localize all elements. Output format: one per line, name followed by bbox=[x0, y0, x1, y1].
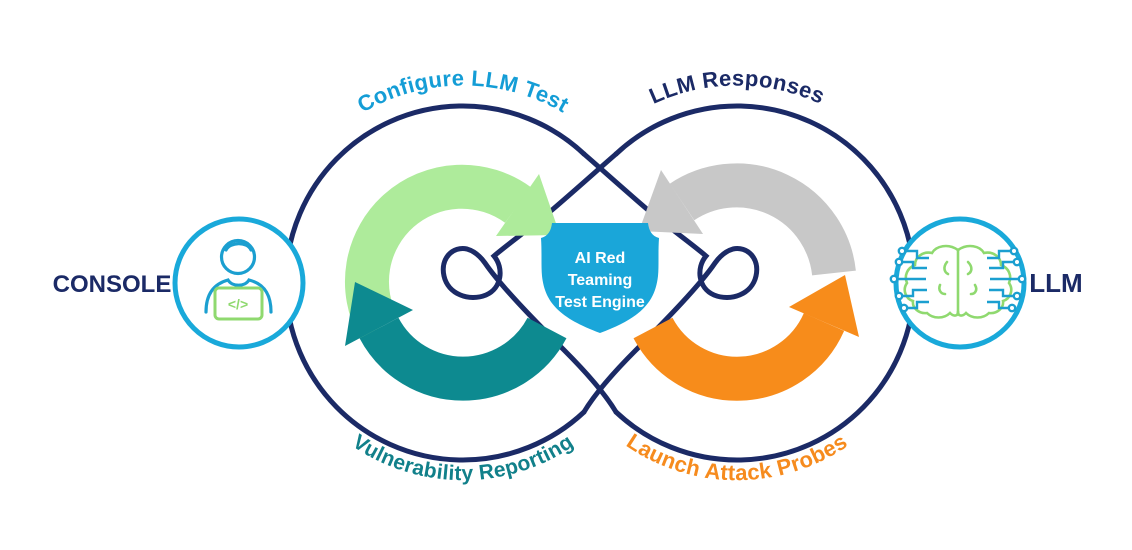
circuit-brain-icon bbox=[903, 244, 1013, 319]
console-node-circle bbox=[172, 216, 306, 350]
flow-label-attack: Launch Attack Probes bbox=[622, 428, 851, 485]
person-hair bbox=[224, 242, 253, 252]
console-node: </> bbox=[172, 216, 306, 350]
llm-node-circle bbox=[893, 216, 1027, 350]
brain-fold bbox=[966, 260, 973, 276]
configure-arrow-head bbox=[496, 174, 560, 236]
attack-arrow-arc bbox=[633, 312, 845, 401]
llm-label: LLM bbox=[1029, 268, 1082, 298]
shield-shape bbox=[541, 223, 659, 333]
shield-text-line-1: AI Red bbox=[575, 250, 626, 267]
llm-node bbox=[889, 216, 1027, 350]
laptop-screen bbox=[213, 286, 264, 321]
circuit-traces bbox=[889, 246, 1027, 313]
code-glyph: </> bbox=[228, 296, 248, 312]
flow-label-configure-text: Configure LLM Test bbox=[353, 65, 573, 117]
person-coding-icon bbox=[204, 238, 273, 314]
reporting-arrow-head bbox=[345, 282, 413, 346]
flow-label-attack-text: Launch Attack Probes bbox=[622, 428, 851, 485]
responses-arrow-head bbox=[639, 170, 703, 234]
shield-text-line-3: Test Engine bbox=[555, 294, 645, 311]
brain-right-lobe bbox=[956, 244, 1013, 319]
brain-left-lobe bbox=[903, 244, 960, 319]
cycle-arrows bbox=[344, 163, 859, 401]
brain-fold bbox=[969, 283, 978, 296]
brain-fold bbox=[938, 283, 947, 296]
person-head bbox=[219, 238, 257, 276]
brain-fold bbox=[943, 260, 950, 276]
flow-label-responses: LLM Responses bbox=[645, 65, 828, 108]
person-torso bbox=[204, 278, 273, 314]
responses-arrow-arc bbox=[669, 163, 856, 277]
console-label: CONSOLE bbox=[53, 271, 172, 298]
right-lobe-arc bbox=[613, 103, 917, 463]
shield-text-line-2: Teaming bbox=[568, 272, 633, 289]
flow-label-responses-text: LLM Responses bbox=[645, 65, 828, 108]
shield-badge: AI Red Teaming Test Engine bbox=[541, 223, 659, 333]
attack-arrow-head bbox=[789, 275, 859, 337]
flow-label-configure: Configure LLM Test bbox=[353, 65, 574, 117]
left-lobe-arc bbox=[283, 103, 587, 463]
reporting-arrow-arc bbox=[359, 317, 567, 401]
